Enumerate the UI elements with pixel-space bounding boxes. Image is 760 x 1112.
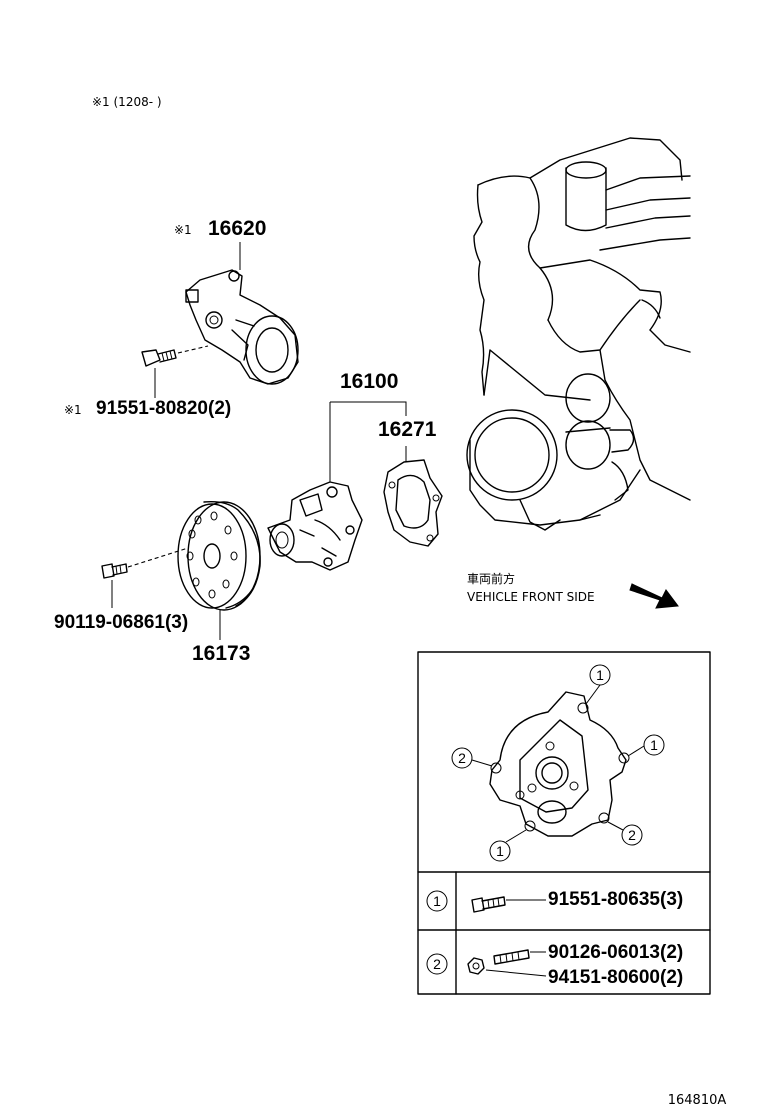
svg-text:2: 2 <box>458 750 466 766</box>
svg-text:2: 2 <box>628 827 636 843</box>
water-pump-illustration <box>267 481 363 571</box>
water-pump-pulley-illustration <box>177 500 261 611</box>
figure-id: 164810A <box>668 1093 727 1108</box>
vehicle-front-label-en: VEHICLE FRONT SIDE <box>467 590 595 604</box>
part-number-90119-06861: 90119-06861(3) <box>54 612 188 633</box>
pulley-bolt-alignment-line <box>127 547 189 568</box>
water-pump-rear-view <box>489 691 630 837</box>
tensioner-bolt-illustration <box>141 349 177 367</box>
part-number-16173: 16173 <box>192 642 250 665</box>
belt-tensioner-illustration <box>185 269 299 385</box>
stud-bolt-icon <box>493 949 530 965</box>
part-number-94151-80600: 94151-80600(2) <box>548 967 683 988</box>
pulley-bolt-illustration <box>101 563 128 579</box>
svg-text:1: 1 <box>496 843 504 859</box>
tensioner-bolt-mark: ※1 <box>64 403 82 417</box>
tensioner-mark: ※1 <box>174 223 192 237</box>
tensioner-bolt-alignment-line <box>177 345 209 354</box>
marker-2-bottom-right <box>621 824 643 846</box>
marker-1-top <box>589 664 611 686</box>
applicability-note: ※1 (1208- ) <box>92 95 162 109</box>
vehicle-front-label-jp: 車両前方 <box>467 571 515 586</box>
arrow-down-right-icon <box>629 583 679 609</box>
svg-text:1: 1 <box>596 667 604 683</box>
part-number-16271: 16271 <box>378 418 437 441</box>
marker-1-right <box>643 734 665 756</box>
bolt-location-inset: 1 1 2 1 2 1 91551-80635(3) 2 90126-06 <box>417 651 711 995</box>
part-number-91551-80820: 91551-80820(2) <box>96 398 231 419</box>
part-number-91551-80635: 91551-80635(3) <box>548 889 683 910</box>
svg-text:1: 1 <box>650 737 658 753</box>
nut-icon <box>467 957 485 975</box>
svg-text:1: 1 <box>433 893 441 909</box>
legend-marker-2 <box>426 953 448 975</box>
marker-1-bottom <box>489 840 511 862</box>
gasket-illustration <box>383 459 443 547</box>
legend-marker-1 <box>426 890 448 912</box>
part-number-90126-06013: 90126-06013(2) <box>548 942 683 963</box>
part-number-16100: 16100 <box>340 370 398 393</box>
leader-bracket-16100 <box>330 401 407 416</box>
engine-block-illustration <box>466 137 691 531</box>
bolt-1-icon <box>471 896 506 913</box>
part-number-16620: 16620 <box>208 217 266 240</box>
svg-text:2: 2 <box>433 956 441 972</box>
marker-2-left <box>451 747 473 769</box>
